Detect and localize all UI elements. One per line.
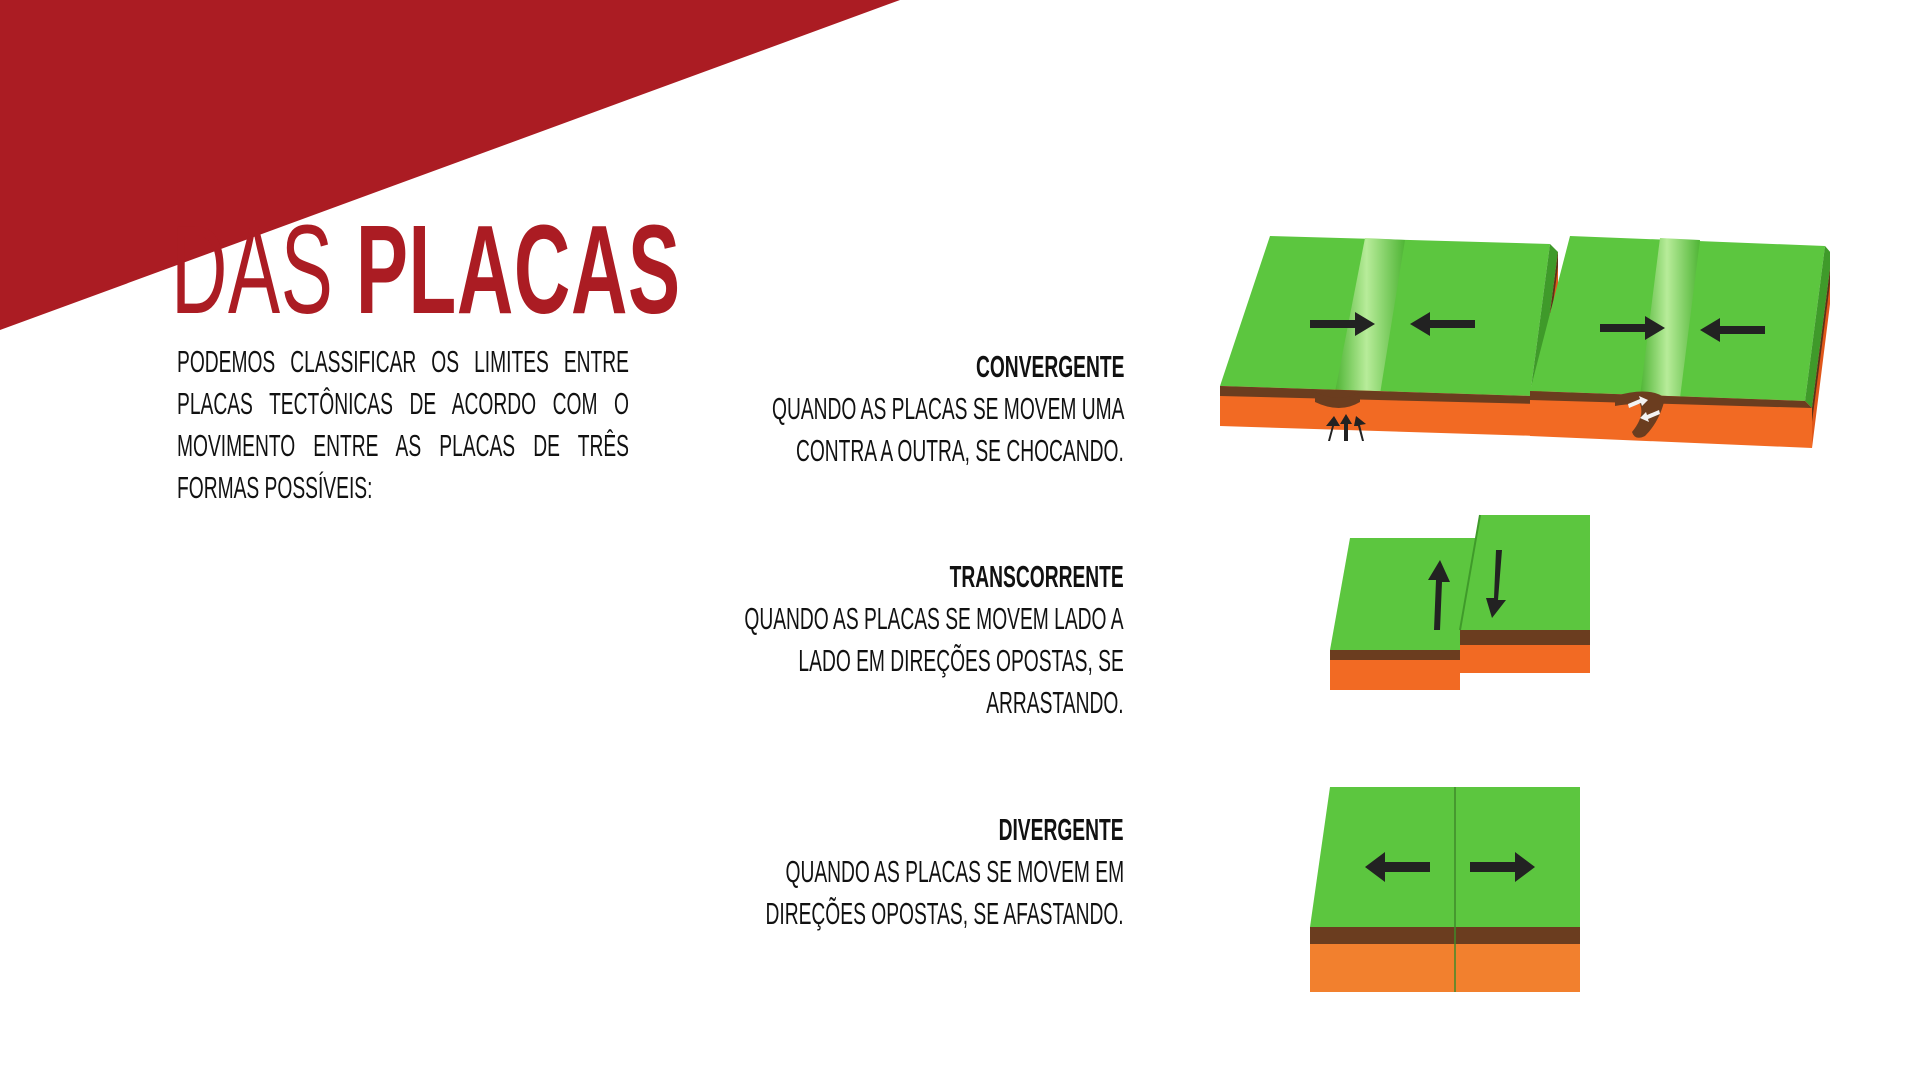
transform-text-line: QUANDO AS PLACAS SE MOVEM LADO A (744, 601, 1124, 636)
left-arrow-icon (1700, 318, 1765, 342)
right-arrow-icon (1310, 312, 1375, 336)
convergent-block-collision (1220, 236, 1558, 436)
divergent-boundary-diagram (1310, 787, 1580, 992)
up-arrow-icon (1326, 414, 1366, 441)
transform-boundary-diagram (1330, 514, 1590, 690)
down-arrow-icon (1486, 550, 1506, 618)
intro-line: PLACAS TECTÔNICAS DE ACORDO COM O (177, 386, 629, 421)
up-arrow-icon (1428, 560, 1450, 630)
convergent-block-subduction (1530, 236, 1830, 448)
divergent-plates (1310, 787, 1580, 992)
transform-description: TRANSCORRENTE QUANDO AS PLACAS SE MOVEM … (512, 556, 1124, 724)
title-placas: PLACAS (355, 199, 681, 340)
intro-line: MOVIMENTO ENTRE AS PLACAS DE TRÊS (177, 428, 629, 463)
intro-line: PODEMOS CLASSIFICAR OS LIMITES ENTRE (177, 344, 629, 379)
divergent-description: DIVERGENTE QUANDO AS PLACAS SE MOVEM EM … (546, 809, 1124, 935)
red-diagonal-banner (0, 0, 900, 330)
divergent-text-line: QUANDO AS PLACAS SE MOVEM EM (785, 854, 1124, 889)
right-arrow-icon (1470, 852, 1535, 882)
convergent-text-line: QUANDO AS PLACAS SE MOVEM UMA (771, 391, 1124, 426)
transform-plate-left (1330, 538, 1480, 690)
convergent-heading: CONVERGENTE (975, 349, 1124, 384)
transform-text-line: LADO EM DIREÇÕES OPOSTAS, SE (798, 643, 1124, 678)
divergent-heading: DIVERGENTE (999, 812, 1124, 847)
transform-plate-right (1460, 515, 1590, 673)
convergent-description: CONVERGENTE QUANDO AS PLACAS SE MOVEM UM… (556, 346, 1124, 472)
subduction-arrow-icon (1628, 396, 1660, 422)
divergent-text-line: DIREÇÕES OPOSTAS, SE AFASTANDO. (765, 896, 1124, 931)
transform-fault-line (1459, 514, 1481, 631)
left-arrow-icon (1410, 312, 1475, 336)
title-das: DAS (171, 199, 356, 340)
right-arrow-icon (1600, 316, 1665, 340)
convergent-boundary-diagram (1220, 236, 1830, 448)
intro-line: FORMAS POSSÍVEIS: (177, 470, 373, 505)
transform-heading: TRANSCORRENTE (949, 559, 1124, 594)
transform-text-line: ARRASTANDO. (986, 685, 1124, 720)
left-arrow-icon (1365, 852, 1430, 882)
page-title-line2: DAS PLACAS (171, 207, 993, 333)
intro-paragraph: PODEMOS CLASSIFICAR OS LIMITES ENTRE PLA… (177, 341, 629, 509)
convergent-text-line: CONTRA A OUTRA, SE CHOCANDO. (796, 433, 1124, 468)
